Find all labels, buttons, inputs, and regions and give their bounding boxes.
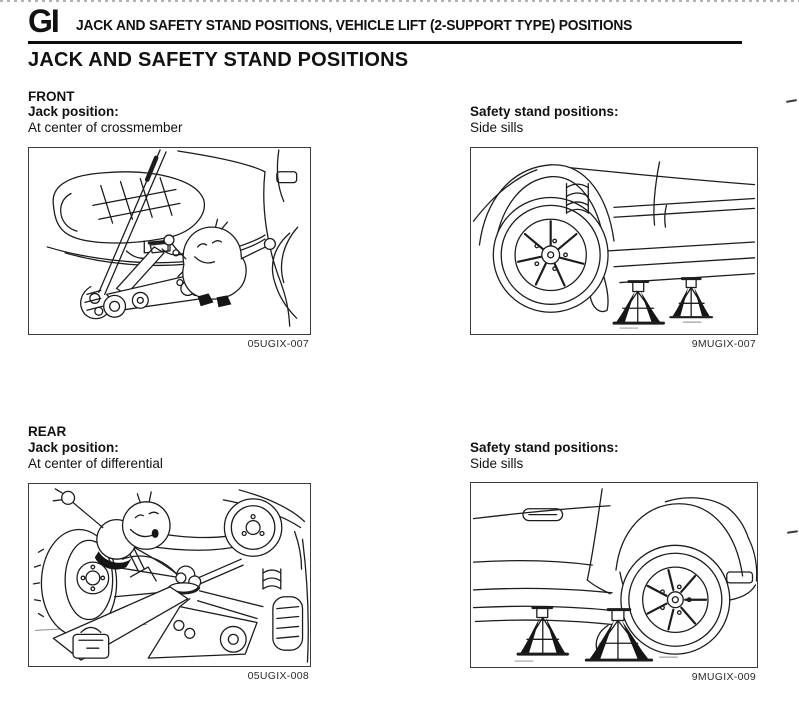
rear-safety-stand-value: Side sills [470,456,524,471]
header-title: JACK AND SAFETY STAND POSITIONS, VEHICLE… [76,17,633,34]
front-stands-illustration [472,161,756,329]
rear-jack-position-label: Jack position: [28,440,119,455]
header-rule [28,41,742,44]
figure-rear-jack-position [28,483,311,667]
front-safety-stand-value: Side sills [470,120,524,135]
figure-code-rear-stands: 9MUGIX-009 [691,671,756,683]
figure-code-rear-jack: 05UGIX-008 [247,670,309,682]
figure-front-safety-stands [470,147,758,335]
rear-jack-illustration [32,488,309,663]
front-section-label: FRONT [28,89,75,104]
front-safety-stand-label: Safety stand positions: [470,104,619,119]
rear-safety-stand-label: Safety stand positions: [470,440,619,455]
figure-code-front-jack: 05UGIX-007 [247,338,309,350]
front-jack-illustration [46,149,299,327]
rear-stands-illustration [472,488,757,662]
figure-rear-safety-stands [470,482,758,668]
scan-dash-artifact [786,530,799,534]
figure-code-front-stands: 9MUGIX-007 [691,338,756,350]
scan-edge-artifact [0,0,799,2]
section-code: GI [28,3,60,39]
figure-front-jack-position [28,147,311,335]
rear-section-label: REAR [28,424,67,439]
front-jack-position-value: At center of crossmember [28,120,183,135]
scan-dash-artifact [785,99,798,103]
page-title: JACK AND SAFETY STAND POSITIONS [28,49,409,71]
rear-jack-position-value: At center of differential [28,456,163,471]
front-jack-position-label: Jack position: [28,104,119,119]
